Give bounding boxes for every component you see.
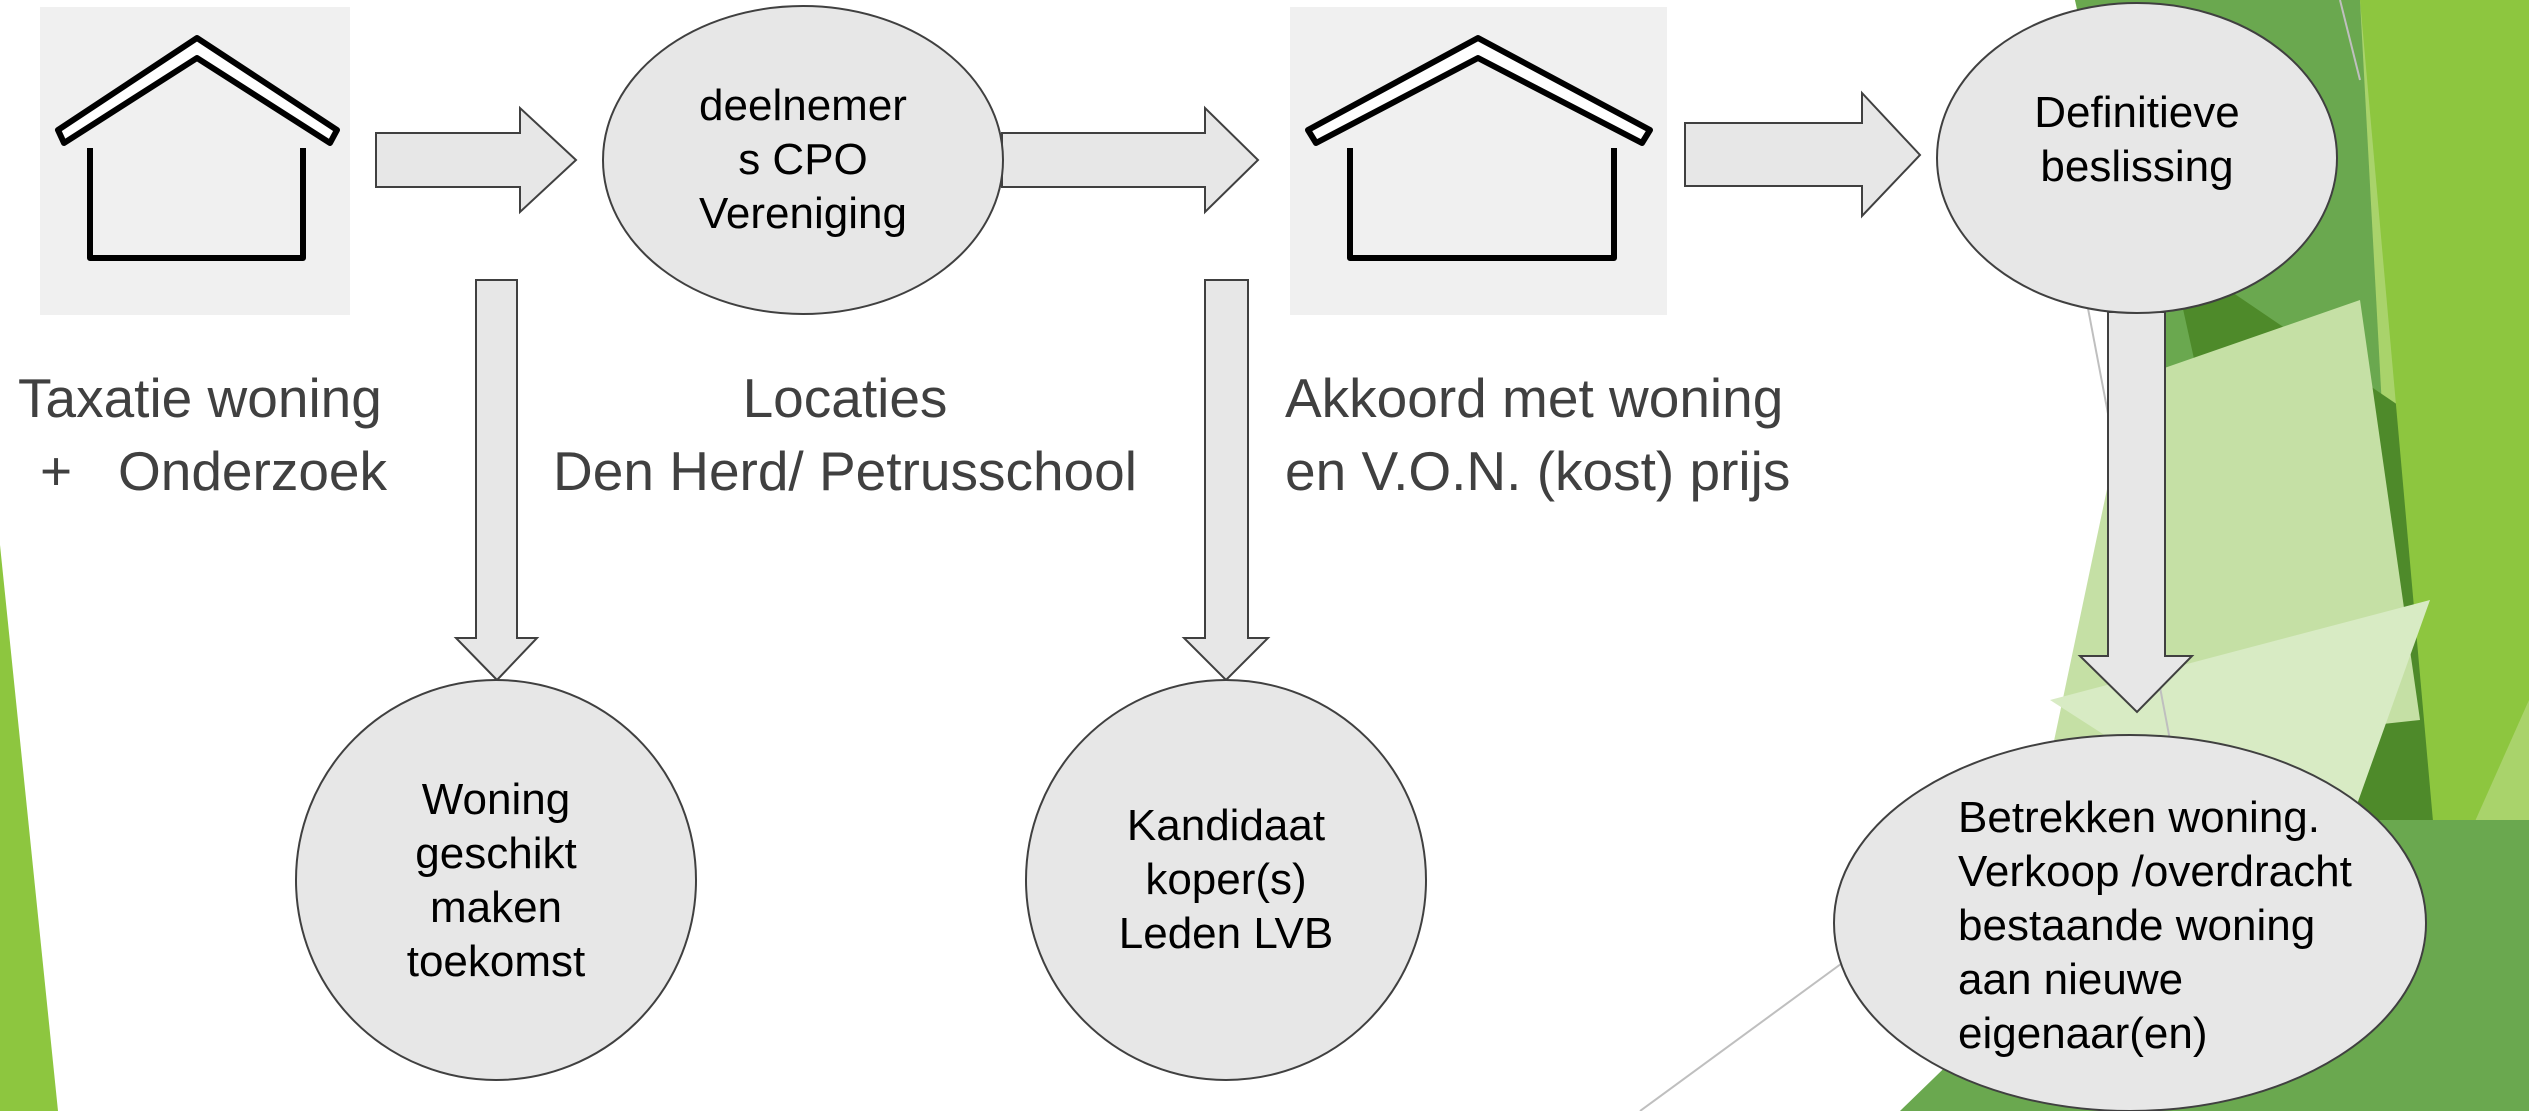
node-definitieve-label: Definitieve beslissing [1977, 80, 2297, 200]
node-betrekken-line-5: eigenaar(en) [1958, 1009, 2208, 1058]
node-deelnemers-line-3: Vereniging [699, 189, 907, 238]
arrow-down-to-kandidaat [1181, 279, 1271, 682]
house-icon-middle [1290, 7, 1667, 315]
caption-akkoord-line-1: Akkoord met woning [1285, 367, 1784, 429]
left-green-sliver [0, 545, 58, 1111]
caption-taxatie: Taxatie woning + Onderzoek [18, 362, 387, 508]
caption-akkoord: Akkoord met woning en V.O.N. (kost) prij… [1285, 362, 1790, 508]
node-woning-geschikt-line-3: maken [429, 883, 563, 932]
node-kandidaat-line-1: Kandidaat [1126, 801, 1326, 850]
arrow-down-to-woning-geschikt [453, 279, 540, 682]
node-definitieve-line-1: Definitieve [2034, 88, 2240, 137]
node-deelnemers-line-1: deelnemer [699, 81, 907, 130]
arrow-deelnemers-to-house [1001, 105, 1260, 215]
node-woning-geschikt-label: Woning geschikt maken toekomst [346, 770, 646, 992]
node-woning-geschikt-shape [295, 679, 697, 1081]
arrow-house-to-deelnemers [375, 105, 578, 215]
node-deelnemers-line-2: s CPO [738, 135, 868, 184]
node-betrekken-line-2: Verkoop /overdracht [1958, 847, 2352, 896]
caption-locaties: Locaties Den Herd/ Petrusschool [530, 362, 1160, 508]
node-kandidaat-label: Kandidaat koper(s) Leden LVB [1076, 790, 1376, 970]
right-facet-bright [2360, 0, 2529, 900]
node-betrekken-label: Betrekken woning. Verkoop /overdracht be… [1958, 785, 2398, 1067]
caption-taxatie-line-1: Taxatie woning [18, 367, 382, 429]
thin-line-3 [2339, 0, 2361, 81]
arrow-down-to-betrekken [2077, 311, 2195, 714]
node-definitieve-line-2: beslissing [2040, 142, 2234, 191]
node-woning-geschikt-line-4: toekomst [406, 937, 586, 986]
node-kandidaat-shape [1025, 679, 1427, 1081]
house-icon-left [40, 7, 350, 315]
caption-locaties-line-2: Den Herd/ Petrusschool [553, 440, 1137, 502]
caption-akkoord-line-2: en V.O.N. (kost) prijs [1285, 440, 1791, 502]
node-woning-geschikt-line-1: Woning [421, 775, 571, 824]
thin-line-2 [1639, 949, 1861, 1111]
node-betrekken-shape [1833, 734, 2427, 1111]
node-definitieve-shape [1936, 2, 2338, 314]
node-deelnemers-shape [602, 5, 1004, 315]
node-kandidaat-line-2: koper(s) [1145, 855, 1307, 904]
node-kandidaat-line-3: Leden LVB [1118, 909, 1334, 958]
arrow-house-to-definitieve [1684, 90, 1922, 219]
node-woning-geschikt-line-2: geschikt [415, 829, 577, 878]
node-betrekken-line-1: Betrekken woning. [1958, 793, 2320, 842]
node-betrekken-line-3: bestaande woning [1958, 901, 2316, 950]
caption-taxatie-line-2: + Onderzoek [40, 440, 387, 502]
caption-locaties-line-1: Locaties [742, 367, 948, 429]
node-betrekken-line-4: aan nieuwe [1958, 955, 2184, 1004]
node-deelnemers-label: deelnemer s CPO Vereniging [643, 70, 963, 250]
